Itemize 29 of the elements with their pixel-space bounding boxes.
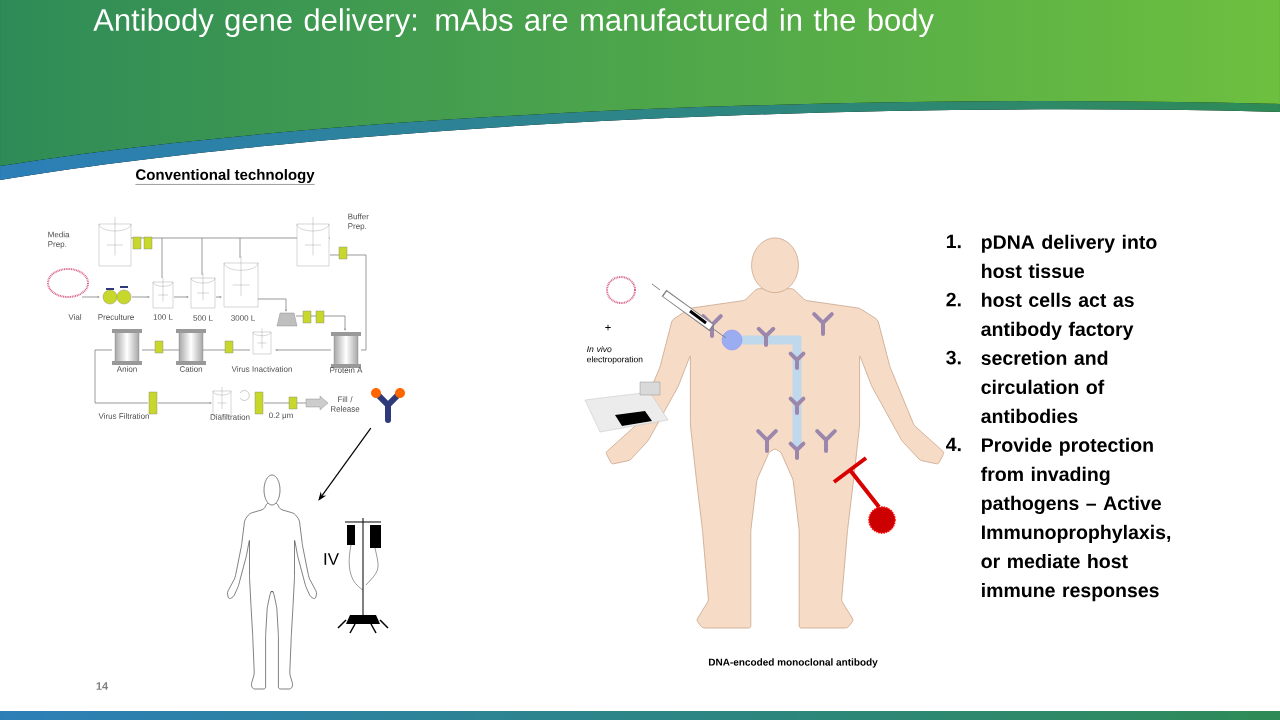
part-label: Virus Inactivation xyxy=(231,366,292,372)
antibody-icon xyxy=(371,388,405,423)
part-label: Anion xyxy=(116,366,137,372)
part-label: Fill / Release xyxy=(331,396,360,412)
list-item: Provide protection from invading pathogens – Active Immunoprophylaxis, or mediate host immune responses xyxy=(981,437,1171,602)
part-label: 3000 L xyxy=(231,315,255,321)
slide-number: 14 xyxy=(96,682,109,690)
list-item: secretion and circulation of antibodies xyxy=(981,350,1108,424)
list-number: 1. xyxy=(946,234,961,249)
list-number: 2. xyxy=(946,292,961,307)
part-label: Buffer Prep. xyxy=(348,213,369,231)
part-label: 100 L xyxy=(153,314,173,320)
part-label: Preculture xyxy=(98,314,134,320)
slide-title: Antibody gene delivery: mAbs are manufactured in the body xyxy=(93,8,934,38)
part-label: Diafiltration xyxy=(210,414,250,420)
list-number: 4. xyxy=(946,437,961,452)
part-label: Protein A xyxy=(330,367,363,373)
human-outline xyxy=(227,474,317,690)
part-label: 500 L xyxy=(193,315,213,321)
part-label: Media Prep. xyxy=(48,231,70,249)
plus-sign: + xyxy=(605,324,611,331)
part-label: 0.2 μm xyxy=(269,412,293,420)
part-label: Cation xyxy=(179,366,203,372)
method-label: In vivo electroporation xyxy=(587,345,643,365)
footnote: DNA-encoded monoclonal antibody xyxy=(708,658,878,668)
list-number: 3. xyxy=(946,350,961,365)
section-heading: Conventional technology xyxy=(135,169,315,185)
part-label: Vial xyxy=(68,314,82,320)
part-label: Virus Filtration xyxy=(98,413,149,419)
